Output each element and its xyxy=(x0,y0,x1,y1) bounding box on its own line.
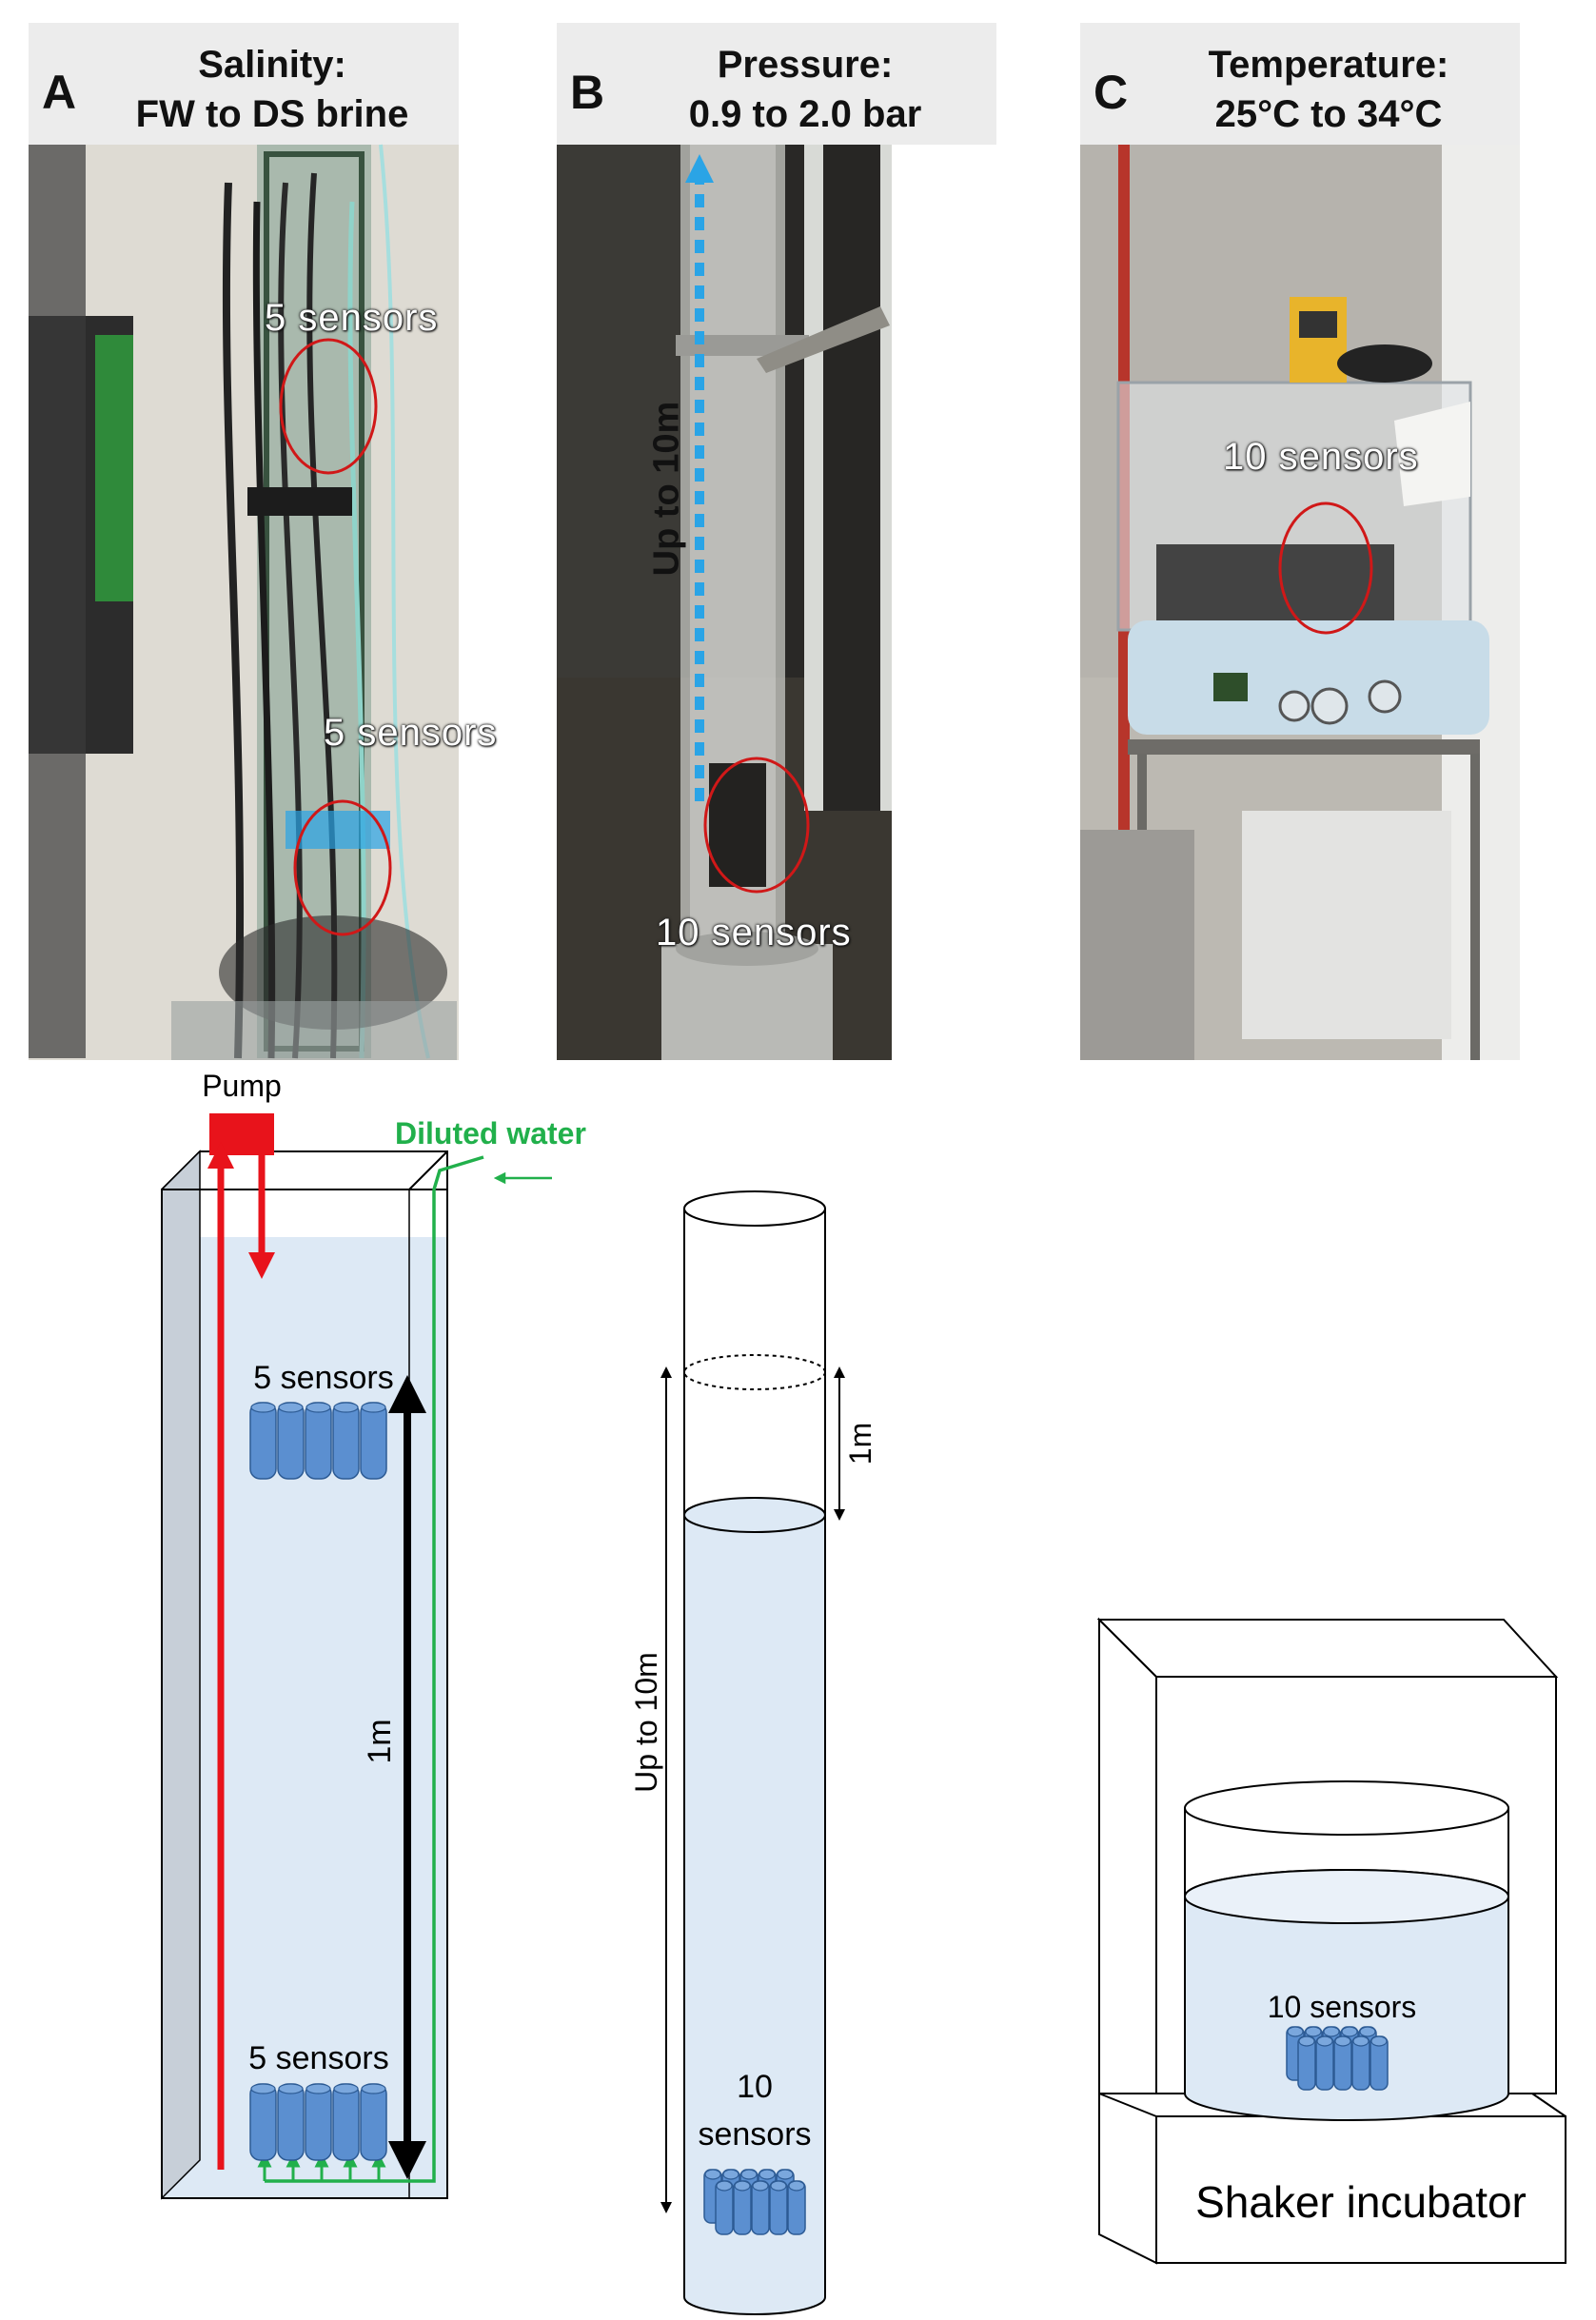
step-label-b: 1m xyxy=(843,1423,877,1465)
panel-c-title: Temperature: 25°C to 34°C xyxy=(1137,40,1520,139)
sensor-cylinder xyxy=(787,2180,806,2235)
diagram-b-column xyxy=(683,1190,826,2315)
sensor-cylinder xyxy=(769,2180,788,2235)
sensor-cylinder xyxy=(332,2083,360,2161)
sensor-cylinder xyxy=(1369,2035,1389,2091)
panel-b-title-line2: 0.9 to 2.0 bar xyxy=(688,93,922,135)
panel-a-title-line2: FW to DS brine xyxy=(135,93,409,135)
sensor-cylinder xyxy=(332,1402,360,1480)
sensor-cylinder xyxy=(733,2180,752,2235)
sensors-top-label: 5 sensors xyxy=(253,1360,393,1396)
panel-a-title-line1: Salinity: xyxy=(198,44,346,86)
sensor-group-top xyxy=(249,1402,387,1480)
panel-c-header: C Temperature: 25°C to 34°C xyxy=(1080,23,1520,145)
diagram-c-beaker xyxy=(1184,1780,1509,2121)
inlet-label: Diluted water xyxy=(395,1116,586,1150)
schematic-diagrams: Pump Diluted water 5 sensors 5 sensors 1… xyxy=(161,1069,1566,2315)
panel-a-photo: 5 sensors 5 sensors xyxy=(29,144,496,1060)
sensor-group-c xyxy=(1286,2026,1389,2091)
sensor-cylinder xyxy=(249,2083,277,2161)
panel-b-title: Pressure: 0.9 to 2.0 bar xyxy=(614,40,996,139)
sensor-cylinder xyxy=(751,2180,770,2235)
panel-c-title-line2: 25°C to 34°C xyxy=(1214,93,1443,135)
pressure-column-photo xyxy=(557,145,892,1060)
sensors-b-line2: sensors xyxy=(698,2116,811,2153)
panel-a-header: A Salinity: FW to DS brine xyxy=(29,23,459,145)
sensors-b-line1: 10 xyxy=(737,2069,773,2105)
sensor-cylinder xyxy=(277,2083,305,2161)
sensor-cylinder xyxy=(715,2180,734,2235)
sensors-c-label: 10 sensors xyxy=(1268,1990,1417,2024)
sensor-cylinder xyxy=(360,1402,387,1480)
device-label: Shaker incubator xyxy=(1195,2177,1527,2227)
panel-b-title-line1: Pressure: xyxy=(717,44,894,86)
panel-a-title: Salinity: FW to DS brine xyxy=(86,40,459,139)
sensor-group-bottom xyxy=(249,2083,387,2161)
panel-c-photo: 10 sensors xyxy=(1080,145,1520,1060)
sensor-cylinder xyxy=(1333,2035,1352,2091)
panel-a-bottom-sensors-label: 5 sensors xyxy=(324,712,498,754)
sensor-cylinder xyxy=(1297,2035,1316,2091)
panel-b-header: B Pressure: 0.9 to 2.0 bar xyxy=(557,23,996,145)
pump xyxy=(207,1113,275,2170)
panel-b-letter: B xyxy=(570,66,605,119)
sensor-cylinder xyxy=(249,1402,277,1480)
sensors-bottom-label: 5 sensors xyxy=(248,2040,388,2076)
panel-b-photo: Up to 10m 10 sensors xyxy=(557,145,892,1060)
sensor-cylinder xyxy=(360,2083,387,2161)
panel-c-letter: C xyxy=(1094,66,1129,119)
panel-c-title-line1: Temperature: xyxy=(1208,44,1449,86)
sensor-cylinder xyxy=(305,2083,332,2161)
panel-a-top-sensors-label: 5 sensors xyxy=(265,297,439,339)
distance-label-a: 1m xyxy=(362,1719,398,1763)
inlet-tube xyxy=(257,1155,552,2183)
panel-c-sensors-label: 10 sensors xyxy=(1223,436,1419,478)
panel-b-height-label: Up to 10m xyxy=(646,401,687,577)
pump-label: Pump xyxy=(202,1069,282,1103)
sensor-cylinder xyxy=(305,1402,332,1480)
sensor-cylinder xyxy=(1351,2035,1370,2091)
panel-a-letter: A xyxy=(42,66,77,119)
panel-b-sensors-label: 10 sensors xyxy=(656,912,852,954)
height-label-b: Up to 10m xyxy=(629,1652,663,1793)
sensor-cylinder xyxy=(1315,2035,1334,2091)
sensor-group-b xyxy=(703,2169,806,2235)
incubator-photo xyxy=(1080,145,1520,1060)
sensor-cylinder xyxy=(277,1402,305,1480)
salinity-column-photo xyxy=(29,144,459,1060)
